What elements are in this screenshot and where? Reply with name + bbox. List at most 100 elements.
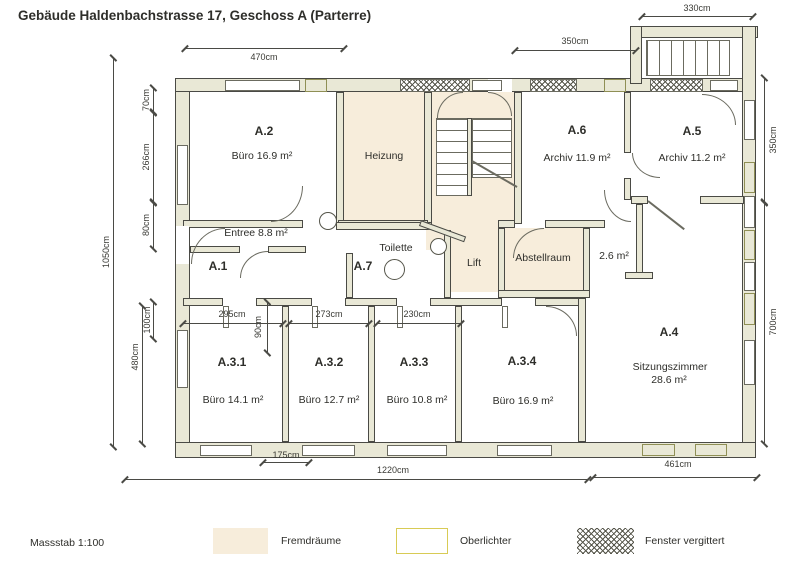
room-a31-use: Büro 14.1 m²	[202, 394, 264, 406]
room-a32-use: Büro 12.7 m²	[298, 394, 360, 406]
wall-lift-east	[498, 228, 505, 298]
dim-bottom-1220-label: 1220cm	[376, 465, 410, 475]
dim-left-480-line	[142, 306, 143, 443]
dim-door-90-label: 90cm	[253, 315, 263, 339]
dim-left-1050-line	[113, 58, 114, 446]
dim-bottom-1220-line	[125, 479, 587, 480]
wall-a6-bottom-w	[498, 220, 515, 228]
oberlicht-right-3	[744, 293, 755, 325]
exterior-stair	[646, 40, 730, 76]
dim-bottom-175-label: 175cm	[272, 450, 300, 460]
window-right-1	[744, 196, 755, 228]
stair-run-left	[436, 118, 468, 196]
dim-top-350-line	[515, 50, 635, 51]
corridor-a7-id: A.7	[353, 259, 373, 273]
a5-top-door-arc	[702, 94, 736, 125]
room-lift-label: Lift	[466, 257, 482, 269]
wall-corridor-bottom-s4	[430, 298, 502, 306]
oberlicht-top-a6	[604, 79, 626, 92]
a33-door-leaf	[397, 306, 403, 328]
wall-a6-bottom-e	[545, 220, 605, 228]
room-heizung-fill	[344, 92, 424, 222]
wall-stair-bump-top	[630, 26, 758, 38]
wall-a5-bottom-east	[700, 196, 744, 204]
wall-stair-a6	[514, 92, 522, 224]
dim-right-350-line	[764, 78, 765, 202]
window-right-2	[744, 262, 755, 291]
a31-door-leaf	[223, 306, 229, 328]
dim-left-70-line	[153, 88, 154, 112]
dim-bottom-461-line	[593, 477, 756, 478]
room-a4-area: 28.6 m²	[651, 374, 687, 386]
wall-corridor-bottom-s1	[183, 298, 223, 306]
room-a33-use: Büro 10.8 m²	[386, 394, 448, 406]
window-top-a2	[225, 80, 300, 91]
wall-a5-bottom-west	[631, 196, 648, 204]
window-bottom-a34	[497, 445, 552, 456]
dim-top-470-label: 470cm	[250, 52, 278, 62]
dim-left-100-label: 100cm	[142, 306, 152, 334]
wall-a33-a34	[455, 306, 462, 442]
room-a2-use: Büro 16.9 m²	[231, 150, 293, 162]
wall-corridor-bottom-s2	[256, 298, 312, 306]
wall-corridor-top-w1	[183, 220, 303, 228]
wall-stair-bump-left	[630, 26, 642, 84]
room-heizung-label: Heizung	[364, 150, 404, 162]
vergittert-top-a6	[530, 79, 577, 92]
window-left-a31	[177, 330, 188, 388]
dim-left-480-label: 480cm	[130, 343, 140, 371]
dim-right-700-line	[764, 202, 765, 443]
wall-lobby-east-foot	[625, 272, 653, 279]
room-a6-use: Archiv 11.9 m²	[543, 152, 611, 164]
oberlicht-bottom-a4-1	[642, 444, 675, 456]
window-bottom-a33	[387, 445, 447, 456]
wall-a34-a4	[578, 298, 586, 442]
corridor-a1-id: A.1	[208, 259, 228, 273]
dim-left-266-line	[153, 112, 154, 202]
wall-entree-a1-e	[268, 246, 306, 253]
window-left-a2	[177, 145, 188, 205]
legend-scale-label: Massstab 1:100	[30, 537, 105, 549]
wall-a31-a32	[282, 306, 289, 442]
dim-left-1050-label: 1050cm	[101, 235, 111, 269]
room-a2-id: A.2	[254, 124, 274, 138]
wall-heizung-bottom	[336, 222, 432, 230]
room-a34-id: A.3.4	[507, 354, 537, 368]
dim-top-350-label: 350cm	[561, 36, 589, 46]
dim-top-330-label: 330cm	[683, 3, 711, 13]
oberlicht-right-2	[744, 230, 755, 260]
dim-bottom-461-label: 461cm	[664, 459, 692, 469]
wall-heizung-stair	[424, 92, 432, 224]
a5-west-door-arc	[632, 153, 660, 178]
stair-run-right	[472, 118, 512, 178]
vergittert-top-a5	[650, 79, 703, 92]
room-a31-id: A.3.1	[217, 355, 247, 369]
dim-room-273-label: 273cm	[315, 309, 343, 319]
window-bottom-a31	[200, 445, 252, 456]
wc-fixture-entree	[319, 212, 337, 230]
lobby-door-leaf	[647, 200, 685, 231]
wall-toilette-west	[346, 253, 353, 298]
wc-fixture-toilette	[384, 259, 405, 280]
room-a33-id: A.3.3	[399, 355, 429, 369]
page-title: Gebäude Haldenbachstrasse 17, Geschoss A…	[18, 8, 372, 23]
wall-a6-a5-upper	[624, 92, 631, 153]
window-right-a5	[744, 100, 755, 140]
dim-door-90-line	[267, 302, 268, 352]
legend-fremdraeume-label: Fremdräume	[281, 535, 342, 547]
dim-room-295-label: 295cm	[218, 309, 246, 319]
dim-bottom-175-line	[263, 462, 308, 463]
window-top-a5	[710, 80, 738, 91]
wc-fixture-vestibule	[430, 238, 447, 255]
legend-fremdraeume-swatch	[213, 528, 268, 554]
legend-fenster-vergittert-label: Fenster vergittert	[645, 535, 725, 547]
wall-corridor-bottom-s3	[345, 298, 397, 306]
wall-abstell-bottom	[498, 290, 590, 298]
dim-room-230-label: 230cm	[403, 309, 431, 319]
room-entree-label: Entree 8.8 m²	[224, 227, 288, 239]
oberlicht-right-1	[744, 162, 755, 193]
room-abstellraum-label: Abstellraum	[515, 252, 571, 264]
legend-oberlichter-label: Oberlichter	[460, 535, 512, 547]
dim-top-470-line	[185, 48, 343, 49]
